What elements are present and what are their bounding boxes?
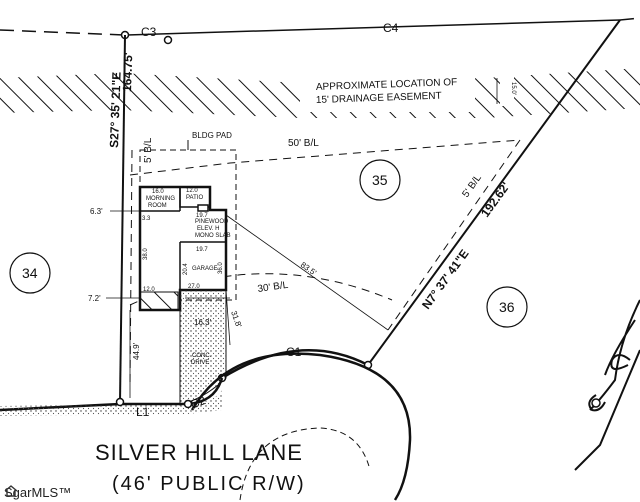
cul-de-sac-inner xyxy=(239,427,371,501)
l1-monument xyxy=(115,397,125,407)
driveway-label-1: CONC. xyxy=(192,353,212,359)
garage-label: GARAGE xyxy=(192,266,218,272)
dim-27: 27.0 xyxy=(188,284,200,290)
lot-34-label: 34 xyxy=(22,265,38,281)
adjacent-monument xyxy=(591,398,601,408)
west-property-line xyxy=(119,34,126,403)
leader-835 xyxy=(225,214,389,331)
bldg-pad-label: BLDG PAD xyxy=(192,131,232,140)
c3-monument-2 xyxy=(163,35,173,45)
dim-835: 83.5' xyxy=(299,260,319,277)
easement-label-2: 15' DRAINAGE EASEMENT xyxy=(316,91,442,106)
dim-38: 38.0 xyxy=(143,248,149,260)
dim-318: 31.8' xyxy=(229,310,243,330)
side-setback-east-label: 5' B/L xyxy=(460,172,484,199)
porch-hatch xyxy=(139,291,179,311)
c1-label: C1 xyxy=(286,345,302,359)
mls-watermark-text: SgarMLS™ xyxy=(4,485,72,500)
l1-monument-2 xyxy=(183,399,193,409)
dim-12b: 12.0 xyxy=(143,287,155,293)
dim-12: 12.0 xyxy=(186,188,198,194)
patio-label: PATIO xyxy=(186,195,203,201)
easement-width-bg xyxy=(500,76,514,106)
dim-449: 44.9' xyxy=(132,342,141,360)
west-distance-label: 164.75' xyxy=(120,52,135,92)
mls-watermark: SgarMLS™ xyxy=(4,485,71,500)
c2-label: C2 xyxy=(188,393,208,412)
leader-318 xyxy=(225,289,231,346)
dim-163: 16.3' xyxy=(194,318,212,327)
dim-19b: 19.7 xyxy=(196,247,208,253)
rear-property-line xyxy=(124,19,621,36)
c3-label: C3 xyxy=(141,25,157,39)
model-line-3: MONO SLAB xyxy=(195,233,231,239)
east-setback-line xyxy=(387,139,521,331)
rear-setback-label: 50' B/L xyxy=(288,138,319,149)
model-line-1: PINEWOOD xyxy=(195,219,229,225)
side-setback-west-label: 5' B/L xyxy=(143,137,154,163)
lot-35-label: 35 xyxy=(372,172,388,188)
patio-step xyxy=(197,204,209,212)
east-bearing-label: N7° 37' 41"E xyxy=(419,247,472,312)
lot-36-circle xyxy=(486,286,528,328)
c4-label: C4 xyxy=(383,21,399,35)
morning-room-label-2: ROOM xyxy=(148,203,167,209)
l1-label: L1 xyxy=(136,405,150,419)
rear-property-line-west xyxy=(0,29,126,36)
dim-72: 7.2' xyxy=(88,294,101,303)
east-distance-label: 192.62' xyxy=(478,179,513,219)
dim-19a: 19.7 xyxy=(196,213,208,219)
dim-33: 3.3 xyxy=(142,216,151,222)
east-property-line xyxy=(367,19,621,366)
dim-16: 16.0 xyxy=(152,189,164,195)
easement-label-1: APPROXIMATE LOCATION OF xyxy=(316,77,458,93)
easement-label-bg xyxy=(300,76,475,112)
sidewalk-strip xyxy=(0,390,222,416)
lot-36-label: 36 xyxy=(499,299,515,315)
west-bearing-label: S27° 35' 21"E xyxy=(107,72,124,149)
lot-35-circle xyxy=(359,159,401,201)
road-row: (46' PUBLIC R/W) xyxy=(112,473,306,495)
dim-20: 20.4 xyxy=(183,263,189,275)
front-setback-label: 30' B/L xyxy=(257,280,289,295)
model-line-2: ELEV. H xyxy=(197,226,219,232)
front-curve-c1 xyxy=(221,349,369,380)
dim-36: 36.0 xyxy=(218,262,224,274)
west-setback-line xyxy=(129,149,133,386)
morning-room-label: MORNING xyxy=(146,196,175,202)
adjacent-sketch xyxy=(574,299,640,471)
easement-width-label: 15.0' xyxy=(510,82,516,95)
house-logo-icon xyxy=(4,485,18,497)
dim-63: 6.3' xyxy=(90,207,103,216)
lot-34-circle xyxy=(9,252,51,294)
rear-setback-line xyxy=(129,139,521,176)
rear-line-east xyxy=(619,17,640,21)
road-name: SILVER HILL LANE xyxy=(95,440,303,465)
driveway-label-2: DRIVE xyxy=(191,360,209,366)
